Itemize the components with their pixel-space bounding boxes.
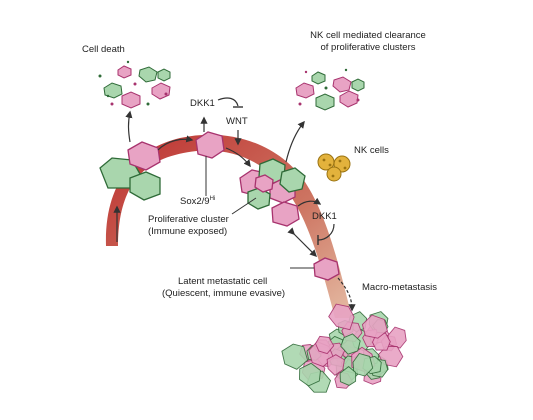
macro-cell: [314, 335, 335, 355]
arrow-to-dkk1-right: [297, 197, 322, 207]
macro-cell: [299, 362, 321, 387]
arrow-pink-to-cluster: [225, 147, 251, 168]
label-proliferative-2: (Immune exposed): [148, 226, 228, 237]
label-nk-clearance-2: of proliferative clusters: [320, 42, 416, 53]
proliferative-pointer: [231, 197, 257, 215]
nk-clearance-debris: [295, 68, 365, 111]
label-sox2-9-sup: Hi: [209, 196, 216, 202]
label-sox2-9: Sox2/9Hi: [180, 194, 215, 207]
macro-cell: [326, 354, 345, 376]
pink-cell-right: [271, 201, 300, 227]
label-macro-metastasis: Macro-metastasis: [362, 282, 437, 293]
macro-metastasis-mass: [281, 303, 407, 393]
cell-death-debris: [98, 60, 171, 109]
arrow-cluster-to-pink: [157, 135, 194, 151]
label-nk-cells: NK cells: [354, 145, 389, 156]
left-cell-cluster: [99, 141, 161, 201]
dkk1-inhibits-wnt: [217, 97, 239, 107]
macro-cell: [387, 326, 407, 349]
arrow-to-nk-clearance: [285, 120, 305, 163]
label-latent-2: (Quiescent, immune evasive): [162, 288, 286, 299]
macro-cell: [328, 303, 355, 331]
pink-cell-top: [195, 131, 225, 159]
macro-cell: [340, 333, 361, 355]
label-proliferative-1: Proliferative cluster: [148, 214, 229, 225]
label-nk-clearance-1: NK cell mediated clearance: [310, 30, 426, 41]
label-cell-death: Cell death: [82, 44, 125, 55]
label-latent-1: Latent metastatic cell: [178, 276, 268, 287]
macro-cell: [281, 343, 309, 370]
arrow-double-latent: [287, 227, 318, 258]
macro-cell: [339, 366, 357, 386]
dkk1-right-inhibition: [317, 223, 335, 241]
arrow-to-macro: [337, 277, 356, 312]
arrow-to-cell-death: [125, 110, 133, 143]
label-wnt: WNT: [226, 116, 248, 127]
label-dkk1-right: DKK1: [312, 211, 337, 222]
nk-cells: [317, 153, 351, 182]
macro-cell: [361, 314, 388, 339]
latent-metastatic-cell: [313, 257, 340, 281]
label-dkk1-top: DKK1: [190, 98, 215, 109]
label-sox2-9-text: Sox2/9: [180, 196, 210, 208]
proliferative-cluster: [239, 158, 306, 210]
